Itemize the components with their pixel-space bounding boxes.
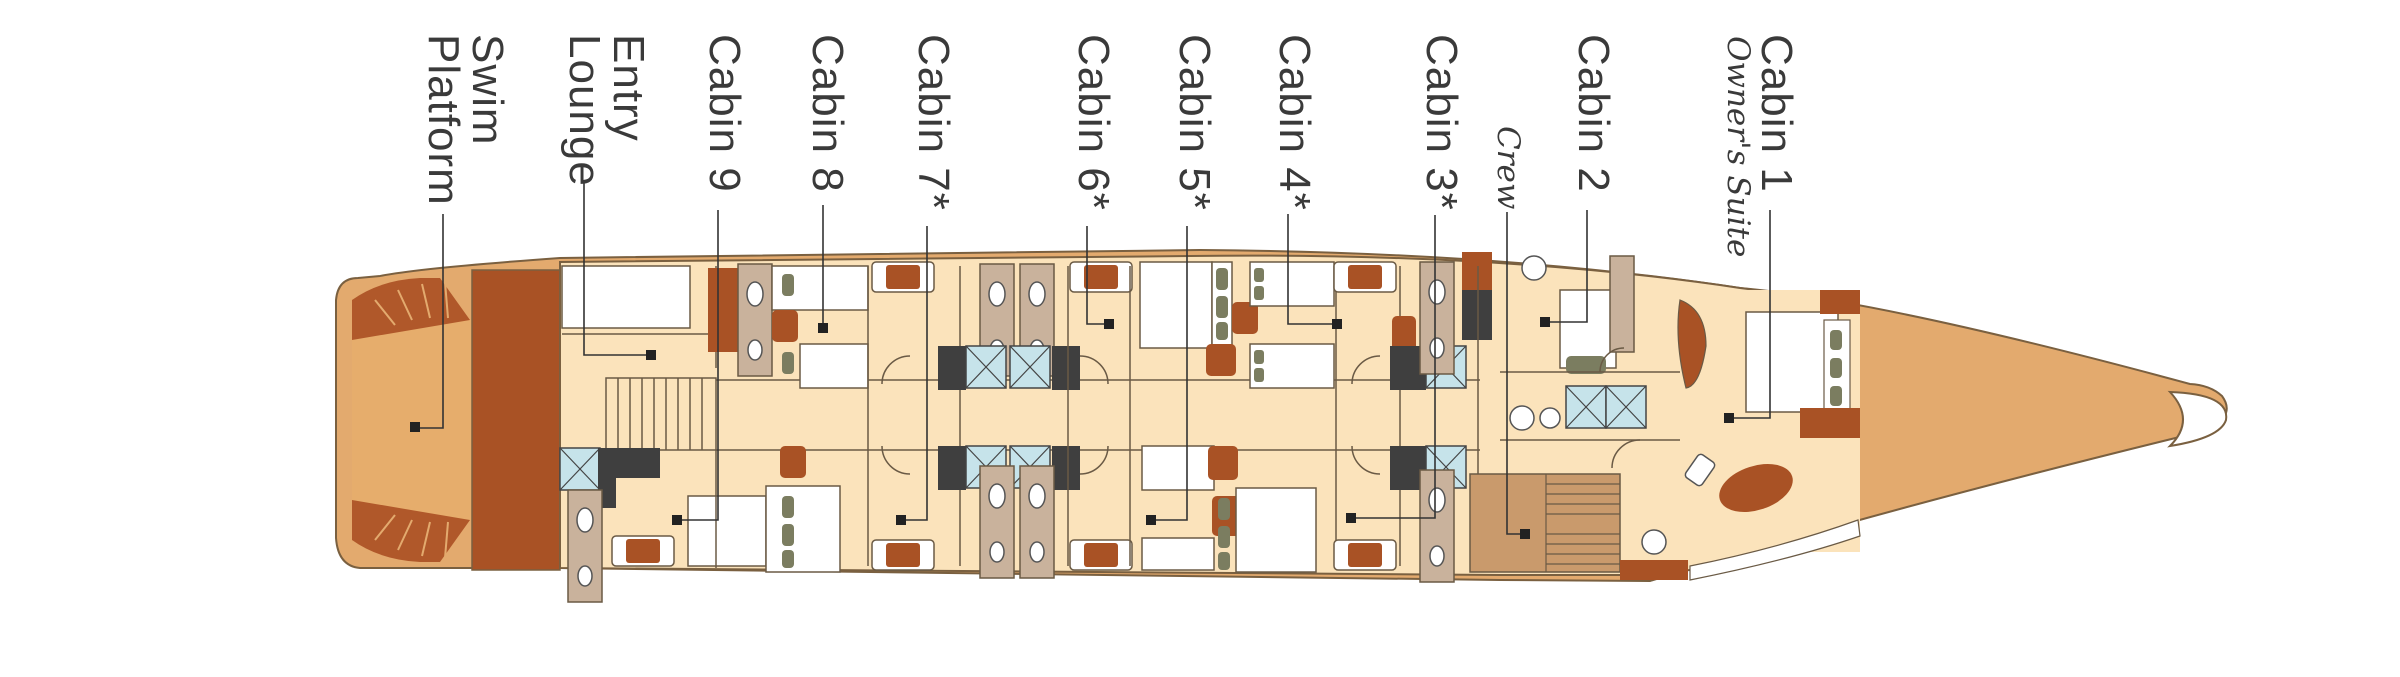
label-cabin-7: Cabin 7* xyxy=(909,34,958,211)
label-entry-lounge: Entry Lounge xyxy=(560,34,653,187)
label-crew: Crew xyxy=(1490,126,1526,210)
label-cabin-1: Cabin 1 xyxy=(1752,34,1801,193)
label-swim-line1: Swim xyxy=(463,34,512,146)
label-owners-suite: Owner's Suite xyxy=(1720,36,1756,258)
owners-bed xyxy=(1745,311,1839,413)
label-cabin-2: Cabin 2 xyxy=(1569,34,1618,193)
swim-platform-deck xyxy=(352,320,472,520)
swim-stairs-bottom xyxy=(352,500,470,562)
label-cabin-6: Cabin 6* xyxy=(1069,34,1118,211)
label-cabin-5: Cabin 5* xyxy=(1170,34,1219,211)
swim-stairs-top xyxy=(352,278,470,340)
entry-stairs xyxy=(605,377,717,451)
label-cabin-4: Cabin 4* xyxy=(1270,34,1319,211)
label-cabin-3: Cabin 3* xyxy=(1417,34,1466,211)
label-swim-platform: Swim Platform xyxy=(419,34,512,206)
label-cabin-8: Cabin 8 xyxy=(803,34,852,193)
bow-tip xyxy=(2167,390,2228,448)
cabin9-bed xyxy=(765,485,841,573)
entry-lounge-settee xyxy=(561,265,691,329)
label-entry-line2: Lounge xyxy=(560,34,609,187)
label-cabin-9: Cabin 9 xyxy=(700,34,749,193)
label-swim-line2: Platform xyxy=(419,34,468,206)
aft-bulkhead xyxy=(472,270,560,570)
label-entry-line1: Entry xyxy=(604,34,653,142)
crew-area xyxy=(1469,473,1621,573)
